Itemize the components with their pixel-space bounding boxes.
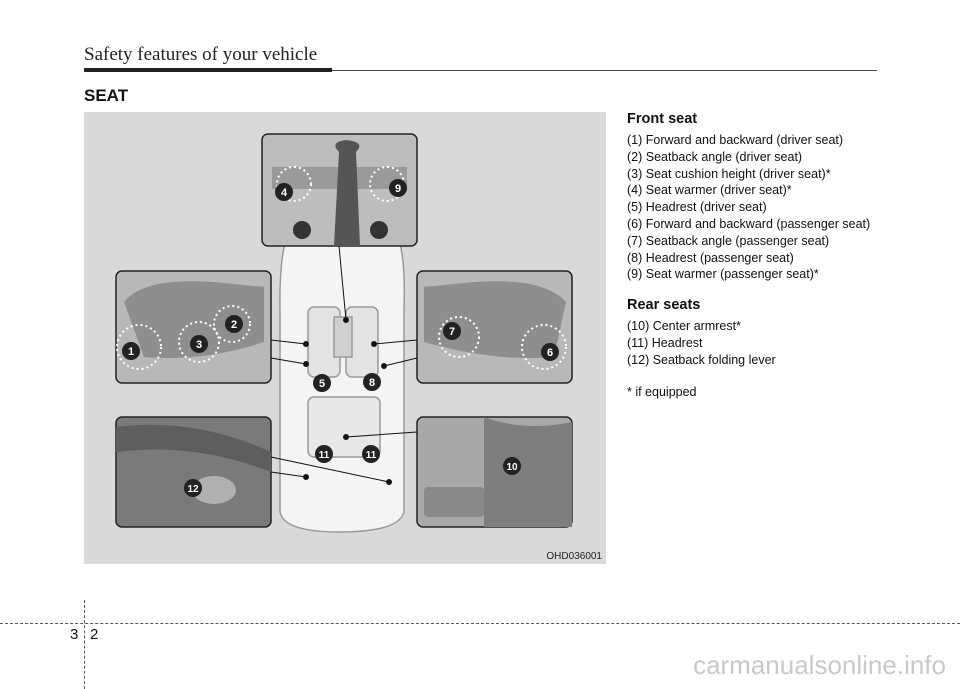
footnote: * if equipped [627, 384, 697, 399]
callout-8: 8 [363, 373, 381, 391]
callout-12: 12 [184, 479, 202, 497]
inset-armrest [416, 416, 573, 528]
svg-text:4: 4 [281, 187, 288, 199]
callout-5: 5 [313, 374, 331, 392]
svg-text:1: 1 [128, 346, 134, 358]
list-item: (8) Headrest (passenger seat) [627, 250, 794, 265]
callout-4: 4 [275, 183, 293, 201]
seat-illustration: 1 2 3 4 5 6 7 8 9 10 11 11 12 OHD036001 [84, 112, 606, 564]
svg-text:11: 11 [366, 450, 377, 461]
page-header-title: Safety features of your vehicle [84, 44, 318, 65]
callout-7: 7 [443, 322, 461, 340]
callout-11-right: 11 [362, 445, 380, 463]
callout-2: 2 [225, 315, 243, 333]
svg-text:5: 5 [319, 378, 325, 390]
front-seat-list: (1) Forward and backward (driver seat) (… [627, 132, 887, 283]
callout-10: 10 [503, 457, 521, 475]
list-item: (10) Center armrest* [627, 319, 741, 334]
list-item: (4) Seat warmer (driver seat)* [627, 183, 792, 198]
inset-passenger-seat [416, 270, 573, 384]
svg-text:9: 9 [395, 183, 401, 195]
inset-folding-lever [115, 416, 272, 528]
callout-6: 6 [541, 343, 559, 361]
svg-text:3: 3 [196, 339, 202, 351]
footer-rule [0, 623, 960, 624]
svg-text:11: 11 [319, 450, 330, 461]
list-item: (6) Forward and backward (passenger seat… [627, 216, 871, 231]
callout-11-left: 11 [315, 445, 333, 463]
list-item: (7) Seatback angle (passenger seat) [627, 233, 830, 248]
svg-text:6: 6 [547, 347, 553, 359]
svg-text:7: 7 [449, 326, 455, 338]
callout-badges: 1 2 3 4 5 6 7 8 9 10 11 11 12 [122, 179, 559, 497]
callout-3: 3 [190, 335, 208, 353]
rear-seats-list: (10) Center armrest* (11) Headrest (12) … [627, 318, 887, 368]
section-title: SEAT [84, 86, 129, 105]
header-rule [84, 68, 332, 72]
list-item: (1) Forward and backward (driver seat) [627, 133, 844, 147]
footer-divider [84, 600, 85, 689]
seat-diagram: 1 2 3 4 5 6 7 8 9 10 11 11 12 [115, 133, 573, 533]
inset-driver-seat [115, 270, 272, 384]
list-item: (12) Seatback folding lever [627, 352, 776, 367]
callout-1: 1 [122, 342, 140, 360]
chapter-number: 3 [70, 626, 79, 643]
list-item: (2) Seatback angle (driver seat) [627, 149, 803, 164]
figure-code: OHD036001 [546, 551, 602, 562]
header-rule-thin [332, 70, 877, 71]
list-item: (11) Headrest [627, 335, 703, 350]
page-number: 2 [90, 626, 99, 643]
seat-descriptions: Front seat (1) Forward and backward (dri… [627, 111, 887, 399]
list-item: (3) Seat cushion height (driver seat)* [627, 166, 831, 181]
leader-lines [270, 245, 418, 485]
rear-seats-heading: Rear seats [627, 297, 701, 314]
svg-text:2: 2 [231, 319, 237, 331]
callout-9: 9 [389, 179, 407, 197]
svg-text:12: 12 [187, 484, 199, 495]
list-item: (5) Headrest (driver seat) [627, 200, 767, 215]
front-seat-heading: Front seat [627, 111, 698, 127]
watermark: carmanualsonline.info [693, 650, 946, 680]
list-item: (9) Seat warmer (passenger seat)* [627, 267, 819, 282]
svg-text:8: 8 [369, 377, 375, 389]
svg-text:10: 10 [506, 462, 518, 473]
